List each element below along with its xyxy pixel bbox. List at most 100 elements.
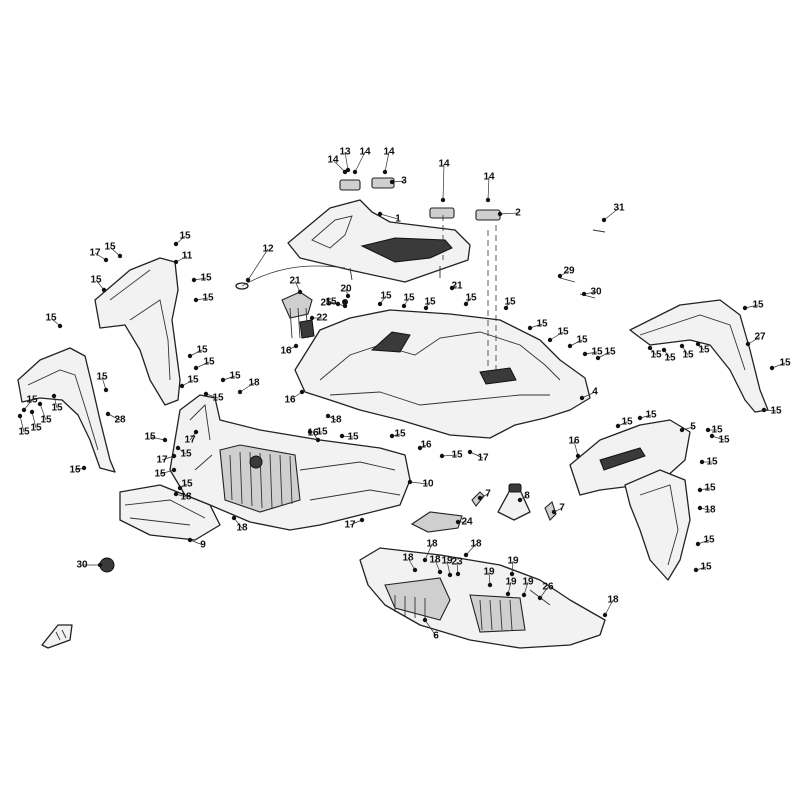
callout-leader-line xyxy=(159,469,175,475)
fastener-dot xyxy=(187,537,193,543)
callout-number-15: 15 xyxy=(179,231,191,242)
callout-leader-line xyxy=(195,361,210,369)
fastener-dot xyxy=(173,241,179,247)
fastener-dot xyxy=(21,407,27,413)
part-left-side-panel xyxy=(94,257,181,406)
fastener-dot xyxy=(389,433,395,439)
fastener-dot xyxy=(339,433,345,439)
callout-leader-line xyxy=(597,351,611,359)
callout-number-15: 15 xyxy=(104,242,116,253)
fastener-dot xyxy=(377,211,383,217)
fastener-dot xyxy=(29,409,35,415)
fastener-dot xyxy=(407,479,413,485)
callout-leader-line xyxy=(189,539,204,546)
callout-number-15: 15 xyxy=(604,347,616,358)
callout-number-3: 3 xyxy=(401,176,407,187)
fastener-dot xyxy=(509,571,515,577)
fastener-dot xyxy=(179,383,185,389)
callout-number-15: 15 xyxy=(180,449,192,460)
callout-leader-line xyxy=(569,339,583,347)
fastener-dot xyxy=(551,509,557,515)
part-front-hood-panel xyxy=(294,309,591,439)
callout-number-15: 15 xyxy=(645,410,657,421)
fastener-dot xyxy=(581,291,587,297)
fastener-dot xyxy=(693,567,699,573)
callout-leader-line xyxy=(101,376,107,391)
callout-leader-line xyxy=(247,248,269,281)
callout-number-20: 20 xyxy=(340,284,352,295)
callout-leader-line xyxy=(744,304,759,309)
fastener-dot xyxy=(81,465,87,471)
part-hood-hinges xyxy=(339,177,501,221)
callout-number-17: 17 xyxy=(156,455,168,466)
callout-number-15: 15 xyxy=(536,319,548,330)
callout-leader-line xyxy=(442,163,445,201)
callout-number-15: 15 xyxy=(144,432,156,443)
callout-number-15: 15 xyxy=(316,427,328,438)
callout-leader-line xyxy=(289,391,303,401)
fastener-dot xyxy=(177,485,183,491)
fastener-dot xyxy=(203,391,209,397)
callout-number-15: 15 xyxy=(403,293,415,304)
callout-number-12: 12 xyxy=(262,244,274,255)
callout-number-15: 15 xyxy=(347,432,359,443)
fastener-dot xyxy=(101,287,107,293)
callout-leader-line xyxy=(409,481,429,485)
callout-number-18: 18 xyxy=(429,555,441,566)
callout-number-18: 18 xyxy=(402,553,414,564)
callout-number-16: 16 xyxy=(568,436,580,447)
callout-number-15: 15 xyxy=(557,327,569,338)
callout-number-15: 15 xyxy=(154,469,166,480)
callout-leader-line xyxy=(604,599,614,616)
fastener-dot xyxy=(325,413,331,419)
callout-number-9: 9 xyxy=(200,540,206,551)
callout-number-15: 15 xyxy=(451,450,463,461)
callout-number-8: 8 xyxy=(524,491,530,502)
fastener-dot xyxy=(231,515,237,521)
fastener-dot xyxy=(193,429,199,435)
fastener-dot xyxy=(497,211,503,217)
callout-number-16: 16 xyxy=(280,346,292,357)
fastener-dot xyxy=(447,572,453,578)
callout-leader-line xyxy=(424,619,437,637)
callout-number-7: 7 xyxy=(559,503,565,514)
fastener-dot xyxy=(575,453,581,459)
fastener-dot xyxy=(417,445,423,451)
callout-number-1: 1 xyxy=(395,214,401,225)
callout-number-27: 27 xyxy=(754,332,766,343)
callout-number-16: 16 xyxy=(284,395,296,406)
callout-number-23: 23 xyxy=(451,557,463,568)
part-rear-tray xyxy=(359,547,606,649)
callout-number-24: 24 xyxy=(461,517,473,528)
callout-number-29: 29 xyxy=(563,266,575,277)
part-right-fender xyxy=(629,299,769,413)
callout-number-14: 14 xyxy=(483,172,495,183)
fastener-dot xyxy=(487,582,493,588)
part-front-bumper-grille xyxy=(169,394,411,531)
fastener-dot xyxy=(695,541,701,547)
fastener-dot xyxy=(377,301,383,307)
fastener-dot xyxy=(171,453,177,459)
fastener-dot xyxy=(463,552,469,558)
callout-number-15: 15 xyxy=(212,393,224,404)
fastener-dot xyxy=(615,423,621,429)
fastener-dot xyxy=(389,179,395,185)
alignment-dashed-lines xyxy=(442,215,497,380)
callout-leader-line xyxy=(107,413,121,421)
part-front-skid-plate xyxy=(119,484,221,541)
fastener-dot xyxy=(193,365,199,371)
fastener-dot xyxy=(401,303,407,309)
front-direction-arrow-icon xyxy=(41,624,73,649)
callout-leader-line xyxy=(487,176,490,201)
fastener-dot xyxy=(412,567,418,573)
fastener-dot xyxy=(335,301,341,307)
callout-number-10: 10 xyxy=(422,479,434,490)
fastener-dot xyxy=(579,395,585,401)
fastener-dot xyxy=(709,433,715,439)
callout-number-16: 16 xyxy=(307,428,319,439)
fastener-dot xyxy=(477,495,483,501)
callout-number-15: 15 xyxy=(504,297,516,308)
fastener-dot xyxy=(602,612,608,618)
callout-number-2: 2 xyxy=(515,208,521,219)
fastener-dot xyxy=(105,411,111,417)
